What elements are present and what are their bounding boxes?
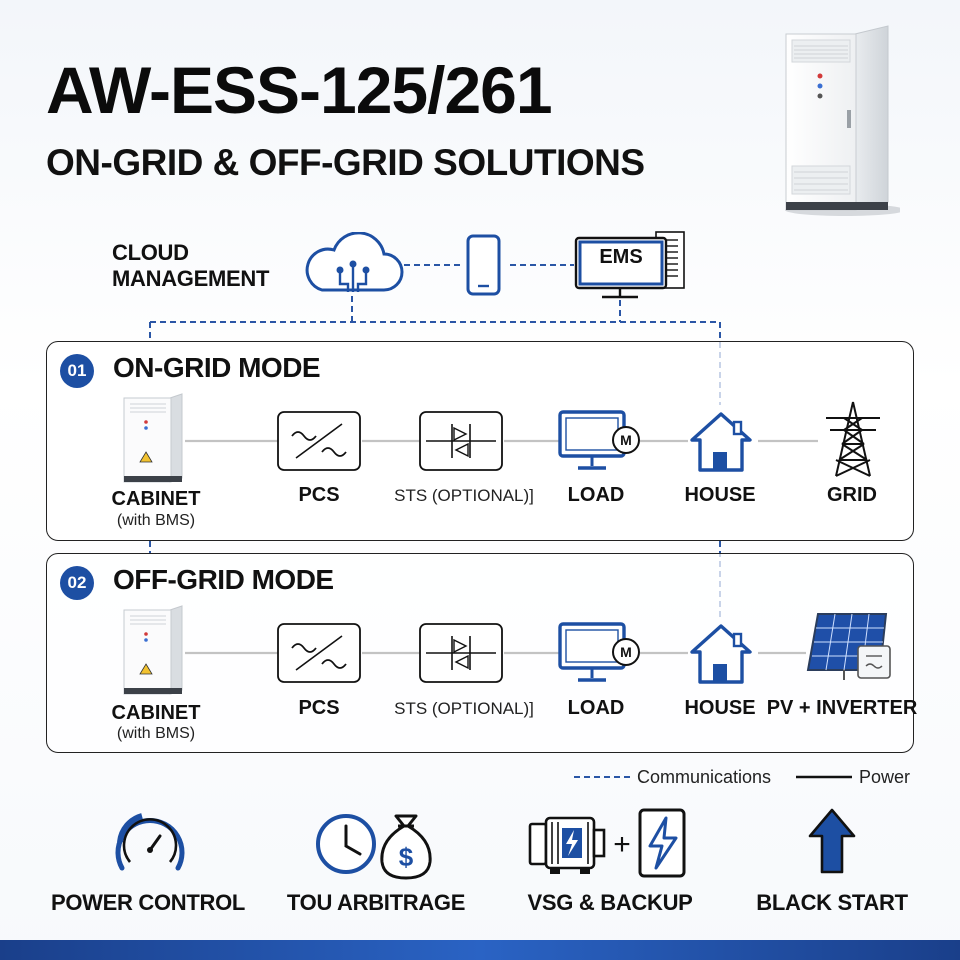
mode-title: OFF-GRID MODE [113,564,334,595]
pcs-converter-icon [277,411,361,471]
cabinet-label: CABINET [111,488,201,510]
battery-cabinet-icon [123,393,183,483]
up-arrow-icon [808,808,856,874]
motor-symbol: M [620,432,632,448]
cloud-label-line1: CLOUD [112,240,189,265]
feature-black-start-label: BLACK START [756,890,908,915]
house-label: HOUSE [684,697,756,719]
cloud-label-line2: MANAGEMENT [112,266,270,291]
mode-number-badge: 01 [60,354,94,388]
cabinet-sub-label: (with BMS) [116,725,196,742]
house-icon [690,624,752,684]
solar-panel-inverter-icon [806,613,891,680]
mode-title: ON-GRID MODE [113,352,321,383]
pv-inverter-label: PV + INVERTER [766,697,918,719]
gauge-icon [115,813,185,871]
page-title: AW-ESS-125/261 [46,53,553,127]
motor-symbol: M [620,644,632,660]
page-subtitle: ON-GRID & OFF-GRID SOLUTIONS [46,142,645,183]
load-monitor-icon: M [558,622,640,682]
cloud-management-label: CLOUD MANAGEMENT [112,240,269,292]
clock-money-icon: $ [316,814,432,880]
smartphone-icon [466,234,501,296]
battery-cabinet-icon [123,605,183,695]
feature-vsg-backup-label: VSG & BACKUP [527,890,693,915]
ems-label: EMS [599,246,643,268]
legend-communications: Communications [637,767,772,787]
legend-power: Power [859,767,911,787]
cabinet-label: CABINET [111,702,201,724]
pcs-label: PCS [298,697,340,719]
footer-accent-bar [0,940,960,960]
sts-label: STS (OPTIONAL)] [394,699,534,718]
plus-symbol: + [613,828,631,861]
load-label: LOAD [567,697,625,719]
sts-switch-icon [419,411,503,471]
sts-label: STS (OPTIONAL)] [394,486,534,505]
grid-label: GRID [827,484,877,506]
cloud-icon [305,232,404,292]
pcs-converter-icon [277,623,361,683]
feature-tou-arbitrage-label: TOU ARBITRAGE [286,890,466,915]
ems-monitor-icon [574,231,685,299]
motor-lightning-icon: + [528,808,686,878]
house-label: HOUSE [684,484,756,506]
dollar-symbol: $ [399,842,414,872]
cabinet-sub-label: (with BMS) [116,512,196,529]
load-label: LOAD [567,484,625,506]
mode-number-badge: 02 [60,566,94,600]
feature-power-control-label: POWER CONTROL [50,890,246,915]
grid-tower-icon [826,401,880,477]
pcs-label: PCS [298,484,340,506]
house-icon [690,412,752,472]
product-cabinet-image [785,25,900,216]
load-monitor-icon: M [558,410,640,470]
sts-switch-icon [419,623,503,683]
